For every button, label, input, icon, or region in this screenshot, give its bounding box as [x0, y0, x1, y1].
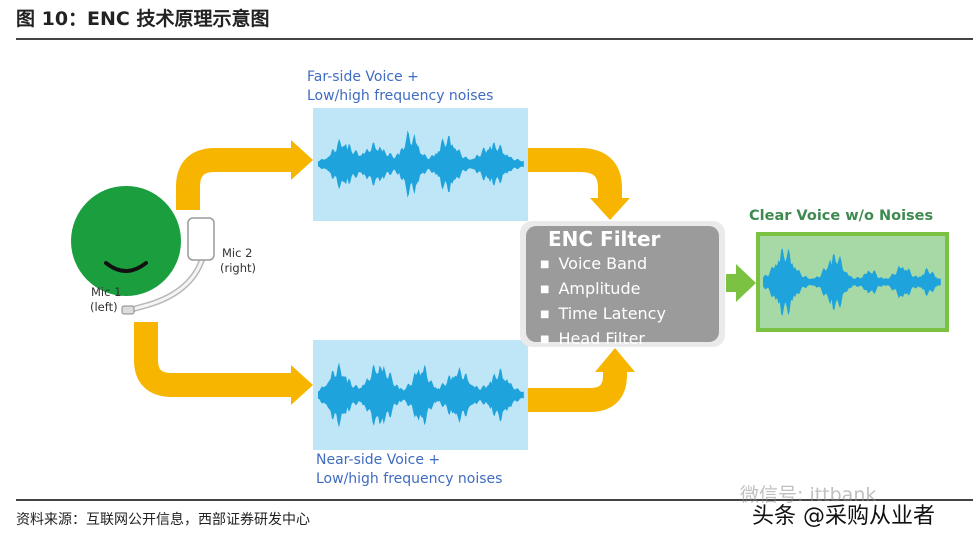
waveform-shape [763, 248, 941, 316]
head-smile [104, 261, 148, 273]
enc-filter-item: Time Latency [540, 303, 665, 328]
mic2-label-line2: (right) [220, 261, 256, 275]
enc-filter-list: Voice Band Amplitude Time Latency Head F… [540, 253, 666, 353]
mic2-label-line1: Mic 2 [222, 246, 253, 260]
arrow-to-far-side-head [291, 140, 313, 180]
arrow-far-to-filter [528, 148, 622, 200]
top-rule [16, 38, 973, 40]
waveform-shape [318, 130, 524, 198]
enc-filter-title: ENC Filter [548, 227, 661, 251]
enc-filter-item: Head Filter [540, 328, 666, 353]
mic1-capsule [121, 305, 135, 315]
near-side-waveform [318, 362, 524, 428]
wechat-watermark: 微信号: ittbank [740, 484, 877, 506]
arrow-near-to-filter [528, 370, 627, 412]
headset-earpiece [187, 217, 215, 261]
arrow-to-clear-voice [726, 274, 738, 292]
figure-title: 图 10：ENC 技术原理示意图 [16, 8, 270, 30]
waveform-shape [318, 362, 524, 428]
arrow-far-to-filter-head [590, 198, 630, 220]
near-side-label-line1: Near-side Voice + [316, 452, 441, 468]
arrow-near-to-filter-head [595, 348, 635, 372]
figure-source: 资料来源：互联网公开信息，西部证券研发中心 [16, 512, 310, 528]
bottom-rule [16, 499, 973, 501]
arrow-to-clear-voice-head [736, 264, 756, 302]
clear-voice-waveform [763, 248, 941, 316]
mic1-label-line2: (left) [90, 300, 118, 314]
clear-voice-label: Clear Voice w/o Noises [749, 208, 934, 224]
far-side-label-line2: Low/high frequency noises [307, 88, 494, 104]
far-side-waveform [318, 130, 524, 198]
head [71, 186, 181, 296]
toutiao-watermark: 头条 @采购从业者 [752, 504, 935, 529]
mic1-label-line1: Mic 1 [91, 285, 122, 299]
enc-filter-item: Amplitude [540, 278, 666, 303]
arrow-to-far-side [176, 148, 292, 210]
enc-filter-item: Voice Band [540, 253, 666, 278]
near-side-label-line2: Low/high frequency noises [316, 471, 503, 487]
arrow-to-near-side-head [291, 365, 313, 405]
arrow-to-near-side [134, 322, 292, 397]
far-side-label-line1: Far-side Voice + [307, 69, 419, 85]
